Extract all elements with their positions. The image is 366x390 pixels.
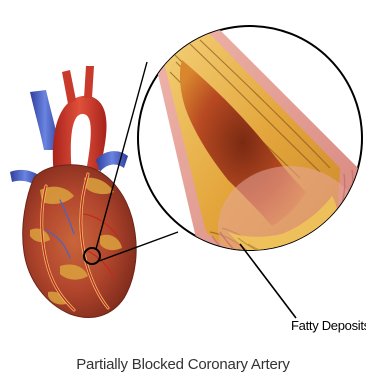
aorta-branch-2 — [84, 66, 94, 98]
cross-section-outer — [218, 166, 362, 290]
callout-pointer — [240, 244, 296, 318]
callout-label-fatty-deposits: Fatty Deposits — [291, 318, 366, 333]
aorta-branch-1 — [62, 70, 76, 104]
heart-illustration — [10, 66, 136, 317]
figure-caption: Partially Blocked Coronary Artery — [0, 356, 366, 373]
